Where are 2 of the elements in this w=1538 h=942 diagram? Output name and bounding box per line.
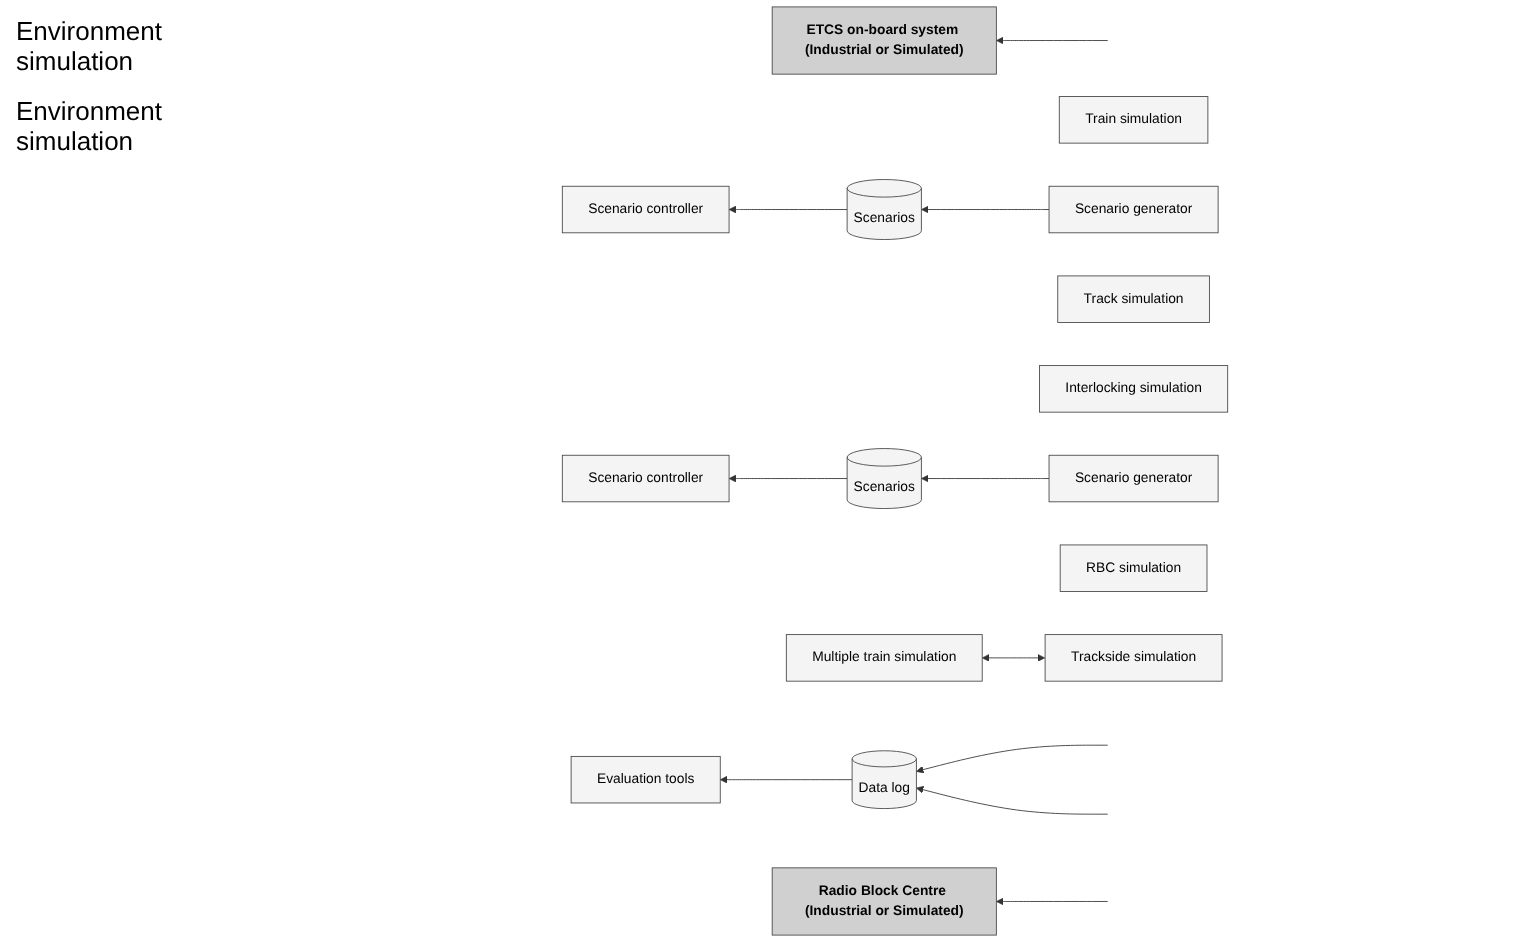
panel-label: Environment simulation — [16, 16, 164, 76]
panel-label: Environment simulation — [16, 96, 164, 156]
